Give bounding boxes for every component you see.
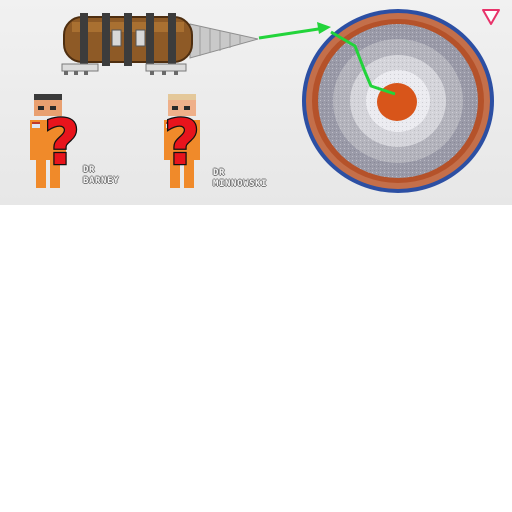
character-minnowski-figure — [164, 94, 200, 188]
unknown-minnowski-question-mark: ? — [160, 105, 204, 181]
collapse-button[interactable] — [481, 8, 501, 26]
triangle-down-icon — [482, 9, 500, 25]
banner: ? DR BARNEY ? DR MINNOWSKI — [0, 0, 512, 205]
character-title: DR — [83, 165, 96, 175]
character-name: BARNEY — [83, 176, 120, 186]
question-mark-icon: ? — [43, 105, 81, 181]
character-barney-figure — [30, 94, 66, 188]
empty-content-area — [0, 205, 512, 512]
svg-text:?: ? — [164, 112, 200, 172]
drill-airship-icon — [61, 13, 259, 75]
character-label-barney: DR BARNEY — [83, 165, 119, 187]
green-arrow-path-icon — [258, 22, 396, 96]
character-title: DR — [213, 168, 226, 178]
question-mark-icon: ? — [163, 105, 201, 181]
character-name: MINNOWSKI — [213, 179, 268, 189]
character-label-minnowski: DR MINNOWSKI — [213, 168, 267, 190]
svg-text:?: ? — [44, 112, 80, 172]
unknown-barney-question-mark: ? — [40, 105, 84, 181]
